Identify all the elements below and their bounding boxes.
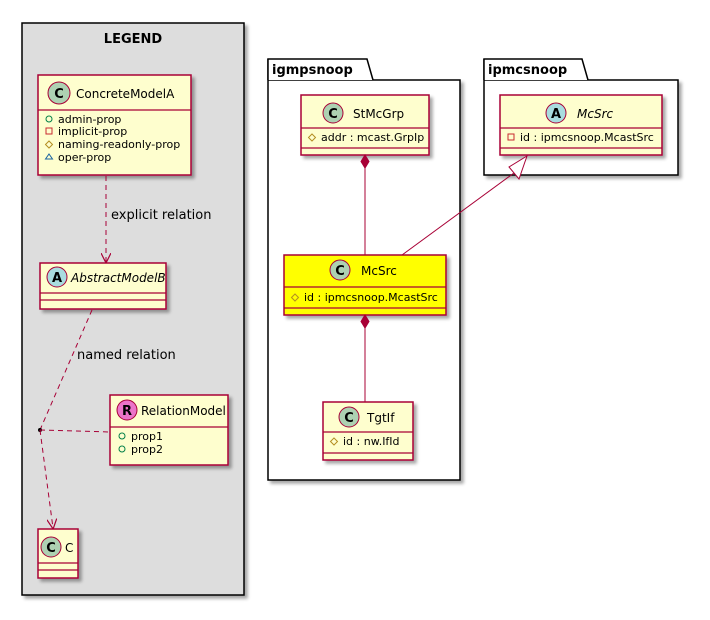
edge-explicit-relation: explicit relation [106,176,211,262]
composition-diamond [360,314,370,329]
attribute: prop1 [131,430,163,443]
composition-diamond [360,154,370,169]
class-c-icon [322,102,344,124]
attribute: admin-prop [58,113,121,126]
class-stereo-letter: C [46,541,56,556]
relation-r-icon [116,399,138,421]
class-stereo-letter: C [54,87,64,102]
class-stereo-letter: A [52,271,62,286]
class-name: AbstractModelB [70,271,166,285]
class-name: RelationModel [141,404,226,418]
class-c-icon [338,406,360,428]
edge-label: named relation [77,348,176,363]
inheritance-arrowhead [508,154,528,180]
attribute: addr : mcast.GrpIp [321,131,424,144]
attribute: prop2 [131,443,163,456]
edge-label: explicit relation [111,208,211,223]
edge-composition-mcsrc-tgtif [360,314,370,402]
public-visibility-icon [118,445,126,453]
private-visibility-icon [507,133,515,141]
attribute: id : ipmcsnoop.McastSrc [520,131,654,144]
attribute: id : ipmcsnoop.McastSrc [304,291,438,304]
class-stereo-letter: C [344,411,354,426]
legend-title: LEGEND [104,32,163,47]
class-stereo-letter: A [551,107,561,122]
class-name: McSrc [577,107,614,121]
class-name: McSrc [361,264,397,278]
class-stmcgrp[interactable]: C StMcGrp addr : mcast.GrpIp [300,94,430,156]
package-visibility-icon [44,153,54,160]
class-mcsrc-igmpsnoop[interactable]: C McSrc id : ipmcsnoop.McastSrc [283,254,447,316]
abstract-a-icon [545,102,567,124]
class-stereo-letter: C [328,107,338,122]
protected-visibility-icon [307,133,317,142]
abstract-a-icon [46,266,68,288]
public-visibility-icon [45,115,53,123]
edge-generalization-mcsrc [401,154,528,256]
protected-visibility-icon [329,437,339,446]
attribute: naming-readonly-prop [58,138,180,151]
edge-named-relation: named relation [38,309,176,528]
class-c[interactable]: C C [37,528,79,579]
attribute: implicit-prop [58,125,127,138]
protected-visibility-icon [290,293,300,302]
public-visibility-icon [118,432,126,440]
class-stereo-letter: R [122,404,132,419]
edge-composition-stmcgrp-mcsrc [360,154,370,255]
attribute: oper-prop [58,151,111,164]
class-name: ConcreteModelA [76,87,175,101]
class-c-icon [47,81,71,105]
class-stereo-letter: C [335,264,345,279]
class-c-icon [329,259,351,281]
class-name: StMcGrp [353,107,404,121]
private-visibility-icon [45,127,53,135]
class-concrete-model-a[interactable]: C ConcreteModelA admin-prop implicit-pro… [37,74,192,176]
class-name: TgtIf [366,411,395,425]
class-c-icon [40,536,62,558]
protected-visibility-icon [44,140,54,149]
package-name: igmpsnoop [272,63,353,78]
attribute: id : nw.IfId [343,435,400,448]
class-name: C [65,541,73,555]
class-mcsrc-ipmcsnoop[interactable]: A McSrc id : ipmcsnoop.McastSrc [499,94,663,156]
class-abstract-model-b[interactable]: A AbstractModelB [39,262,167,310]
class-relation-model[interactable]: R RelationModel prop1 prop2 [109,394,229,466]
package-name: ipmcsnoop [488,63,567,78]
class-tgtif[interactable]: C TgtIf id : nw.IfId [322,401,414,461]
